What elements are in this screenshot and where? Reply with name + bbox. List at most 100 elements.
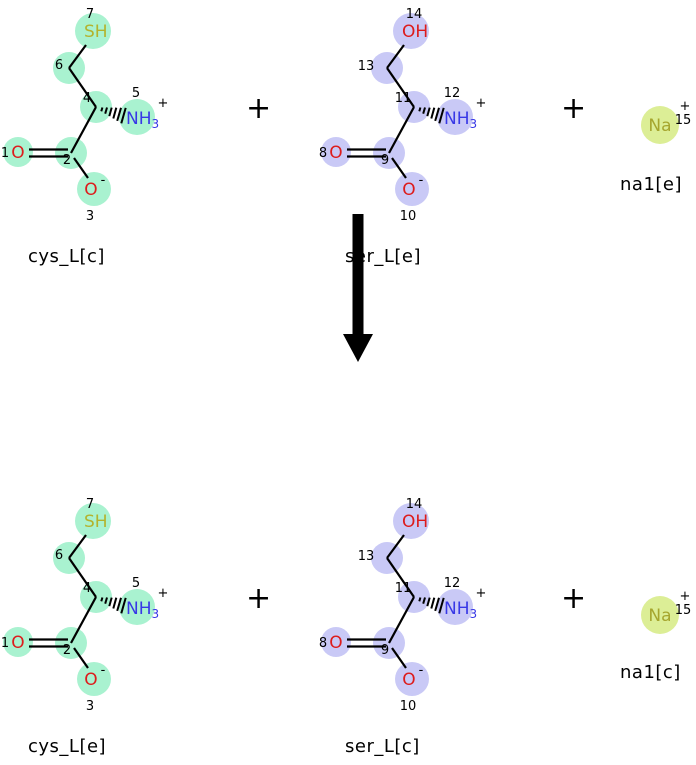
carboxylate-charge: - [419,173,424,188]
atom-highlight [3,137,33,167]
hydroxyl-label: OH [402,512,428,532]
amine-label: NH3 [126,599,159,621]
amine-label: NH3 [126,109,159,131]
serine-bonds [347,534,445,669]
hydroxyl-label: OH [402,22,428,42]
sodium-structure-product: Na + 15 [641,589,692,634]
atom-num-13: 13 [358,549,375,564]
stereo-hash-bond-c4-n [100,107,127,124]
atom-highlight [321,627,351,657]
sodium-charge: + [680,589,691,604]
metabolite-label-cys-reactant: cys_L[c] [28,246,105,267]
carboxylate-o-label: O [402,670,415,690]
serine-bonds [347,44,445,179]
sodium-label: Na [648,606,671,626]
carboxylate-charge: - [101,663,106,678]
cysteine-highlights [3,503,155,696]
bond-c4-c2 [70,106,97,154]
atom-highlight [641,596,679,634]
atom-num-7: 7 [86,497,94,512]
cysteine-bonds [29,534,127,669]
bond-s-c6 [68,44,87,69]
atom-num-11: 11 [395,91,412,106]
amine-charge: + [476,96,487,111]
atom-num-6: 6 [55,548,63,563]
atom-num-1: 1 [1,146,9,161]
atom-highlight [3,627,33,657]
bond-c2-o3 [73,647,89,669]
atom-num-14: 14 [406,497,423,512]
atom-highlight [75,13,111,49]
atom-highlight [321,137,351,167]
reaction-arrow-down-icon [343,214,373,362]
atom-num-8: 8 [319,146,327,161]
stereo-hash-bond-c4-n [100,597,127,614]
metabolite-label-na-product: na1[c] [620,662,681,683]
carbonyl-o-label: O [329,143,342,163]
arrow-shaft [352,214,364,336]
carboxylate-o-label: O [84,670,97,690]
atom-highlight [77,172,111,206]
plus-sign: + [561,91,587,126]
atom-num-3: 3 [86,699,94,714]
atom-num-8: 8 [319,636,327,651]
bond-o-c13 [386,534,405,559]
amine-charge: + [158,586,169,601]
sodium-label: Na [648,116,671,136]
amine-label: NH3 [444,109,477,131]
bond-c13-c11 [386,67,415,108]
cysteine-structure-reactant: SH 7 6 4 5 NH3 + 2 O 1 O - 3 [1,7,169,224]
atom-num-6: 6 [55,58,63,73]
metabolite-label-na-reactant: na1[e] [620,174,683,195]
serine-structure-product: OH 14 13 11 12 NH3 + 9 O 8 O - 10 [319,497,487,714]
cysteine-structure-product: SH 7 6 4 5 NH3 + 2 O 1 O - 3 [1,497,169,714]
atom-num-7: 7 [86,7,94,22]
atom-highlight [395,662,429,696]
atom-highlight [641,106,679,144]
amine-charge: + [158,96,169,111]
atom-highlight [437,589,473,625]
bond-c4-c2 [70,596,97,644]
stereo-hash-bond-c11-n [418,597,445,614]
atom-num-12: 12 [444,576,461,591]
metabolite-label-ser-reactant: ser_L[e] [345,246,421,267]
bond-c13-c11 [386,557,415,598]
bond-c6-c4 [68,557,97,598]
atom-num-2: 2 [63,643,71,658]
bond-c9-o10 [391,647,407,669]
atom-num-12: 12 [444,86,461,101]
amine-charge: + [476,586,487,601]
sodium-charge: + [680,99,691,114]
atom-highlight [75,503,111,539]
atom-num-5: 5 [132,576,140,591]
carboxylate-charge: - [419,663,424,678]
plus-sign: + [561,581,587,616]
atom-highlight [393,13,429,49]
bond-c11-c9 [388,596,415,644]
atom-num-15: 15 [675,603,692,618]
atom-num-13: 13 [358,59,375,74]
carbonyl-o-label: O [11,143,24,163]
cysteine-highlights [3,13,155,206]
atom-highlight [437,99,473,135]
stereo-hash-bond-c11-n [418,107,445,124]
carboxylate-charge: - [101,173,106,188]
atom-num-9: 9 [381,153,389,168]
carbonyl-o-label: O [329,633,342,653]
carbonyl-o-label: O [11,633,24,653]
serine-structure-reactant: OH 14 13 11 12 NH3 + 9 O 8 O - 10 [319,7,487,224]
bond-c11-c9 [388,106,415,154]
atom-num-10: 10 [400,699,417,714]
atom-num-11: 11 [395,581,412,596]
atom-num-10: 10 [400,209,417,224]
atom-num-15: 15 [675,113,692,128]
bond-c9-o10 [391,157,407,179]
atom-num-3: 3 [86,209,94,224]
atom-highlight [395,172,429,206]
plus-sign: + [246,91,272,126]
atom-num-14: 14 [406,7,423,22]
carboxylate-o-label: O [84,180,97,200]
carboxylate-o-label: O [402,180,415,200]
atom-num-5: 5 [132,86,140,101]
